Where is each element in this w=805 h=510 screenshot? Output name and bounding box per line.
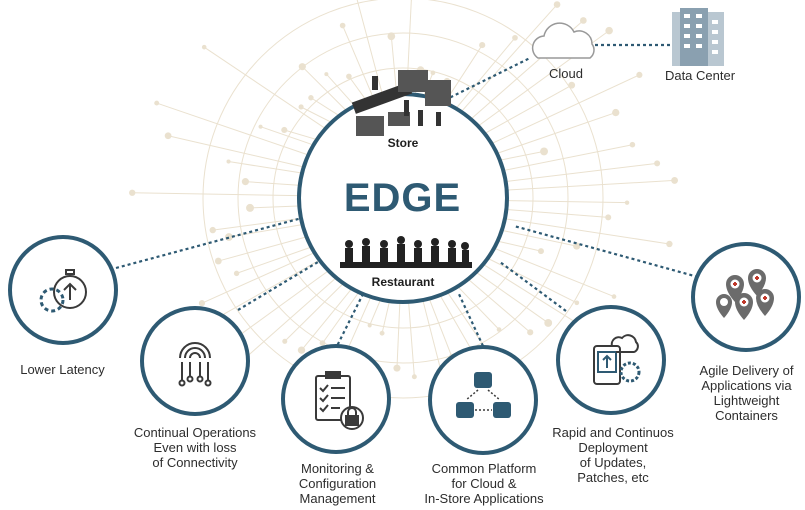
feature-circle-deployment: [556, 305, 666, 415]
store-label: Store: [387, 136, 419, 150]
feature-label-line: Rapid and Continuos: [552, 425, 674, 440]
feature-label-latency: Lower Latency: [5, 362, 120, 377]
feature-label-continual: Continual Operations Even with loss of C…: [120, 425, 270, 470]
connector-lines: [115, 43, 699, 351]
stopwatch-gear-icon: [39, 269, 87, 313]
connector-deployment: [499, 261, 567, 312]
feature-label-line: Deployment: [578, 440, 648, 455]
connector-cloud: [444, 57, 531, 101]
feature-circle-latency: [8, 235, 118, 345]
feature-label-line: Configuration: [298, 476, 377, 491]
feature-label-line: Lightweight: [713, 393, 780, 408]
feature-circle-platform: [428, 345, 538, 455]
edge-title: EDGE: [343, 176, 462, 220]
feature-label-line: Applications via: [701, 378, 792, 393]
feature-label-line: for Cloud &: [451, 476, 517, 491]
connector-platform: [457, 291, 484, 347]
feature-label-platform: Common Platform for Cloud & In-Store App…: [404, 461, 564, 506]
feature-label-line: Common Platform: [431, 461, 537, 476]
connector-latency: [115, 216, 303, 270]
store-illustration: [351, 70, 451, 136]
feature-label-line: Even with loss: [153, 440, 237, 455]
feature-label-line: In-Store Applications: [424, 491, 544, 506]
feature-label-line: of Connectivity: [152, 455, 238, 470]
feature-label-containers: Agile Delivery of Applications via Light…: [688, 363, 805, 423]
feature-label-line: Patches, etc: [577, 470, 649, 485]
tablet-cloud-gear-icon: [593, 334, 641, 385]
feature-circle-monitoring: [281, 344, 391, 454]
cloud-icon: [531, 22, 595, 59]
location-pins-icon: [716, 269, 774, 320]
connector-containers: [513, 224, 699, 279]
feature-circle-containers: [691, 242, 801, 352]
feature-label-line: Continual Operations: [133, 425, 257, 440]
clipboard-lock-icon: [315, 371, 364, 430]
feature-label-line: Agile Delivery of: [699, 363, 794, 378]
feature-label-line: Monitoring &: [301, 461, 374, 476]
restaurant-label: Restaurant: [371, 275, 435, 289]
feature-label-line: Management: [299, 491, 376, 506]
database-network-icon: [456, 372, 511, 418]
background-network: [129, 0, 679, 434]
fingerprint-circuit-icon: [178, 342, 212, 387]
feature-label-line: Containers: [715, 408, 778, 423]
feature-circle-continual: [140, 306, 250, 416]
data-center-icon: [672, 8, 724, 66]
cloud-label: Cloud: [549, 66, 583, 81]
feature-label-line: of Updates,: [579, 455, 647, 470]
restaurant-illustration: [340, 236, 472, 268]
feature-label-monitoring: Monitoring & Configuration Management: [270, 461, 405, 506]
feature-label-deployment: Rapid and Continuos Deployment of Update…: [538, 425, 688, 485]
data-center-label: Data Center: [664, 68, 736, 83]
feature-label-line: Lower Latency: [20, 362, 105, 377]
connector-monitoring: [334, 289, 366, 351]
